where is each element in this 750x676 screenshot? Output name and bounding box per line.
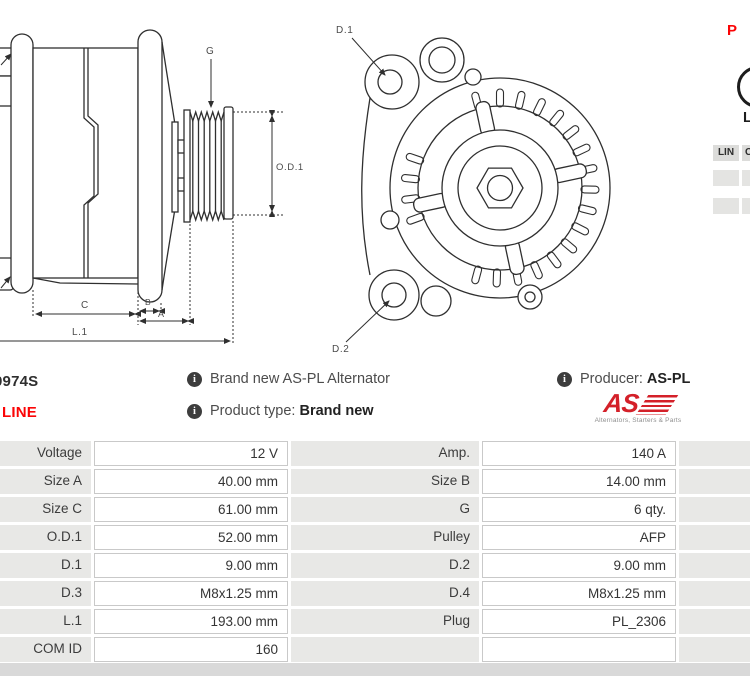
- spec-label: Size B: [291, 469, 479, 494]
- spec-value: 9.00 mm: [94, 553, 288, 578]
- spec-value: 6 qty.: [482, 497, 676, 522]
- spec-label: Voltage: [0, 441, 91, 466]
- right-panel-cell: [713, 198, 739, 214]
- info-line-product-type: i Product type: Brand new: [187, 403, 374, 419]
- spec-filler: [679, 609, 750, 634]
- connector-circle-icon: [737, 66, 750, 108]
- logo-as-text: AS: [602, 388, 641, 418]
- dim-label-l1: L.1: [72, 327, 88, 338]
- spec-filler: [679, 525, 750, 550]
- product-type-prefix: Product type:: [210, 403, 300, 419]
- bottom-divider: [0, 663, 750, 676]
- tab-com[interactable]: CO: [742, 145, 750, 161]
- logo-stripes-icon: [635, 395, 678, 415]
- right-panel-l-label: L: [743, 110, 750, 126]
- right-panel-cell: [742, 198, 750, 214]
- spec-filler: [679, 581, 750, 606]
- dim-label-a: A: [158, 309, 165, 319]
- spec-filler: [679, 469, 750, 494]
- spec-value: AFP: [482, 525, 676, 550]
- spec-value: 193.00 mm: [94, 609, 288, 634]
- info-icon: i: [187, 371, 202, 387]
- spec-value: 40.00 mm: [94, 469, 288, 494]
- spec-label: D.1: [0, 553, 91, 578]
- producer-value: AS-PL: [646, 371, 691, 387]
- info-brand-text: Brand new AS-PL Alternator: [210, 371, 391, 387]
- spec-filler: [679, 497, 750, 522]
- dim-label-d1: D.1: [336, 25, 353, 36]
- dim-label-b: B: [145, 297, 151, 307]
- info-line-producer: i Producer: AS-PL: [557, 371, 690, 387]
- info-line-brand: i Brand new AS-PL Alternator: [187, 371, 390, 387]
- spec-value: [482, 637, 676, 662]
- spec-label: Amp.: [291, 441, 479, 466]
- spec-label: [291, 637, 479, 662]
- info-icon: i: [187, 403, 202, 419]
- spec-value: 61.00 mm: [94, 497, 288, 522]
- right-panel-cell: [742, 170, 750, 186]
- product-line-badge: LINE: [2, 404, 37, 421]
- spec-value: M8x1.25 mm: [94, 581, 288, 606]
- info-icon: i: [557, 371, 572, 387]
- spec-label: O.D.1: [0, 525, 91, 550]
- spec-value: PL_2306: [482, 609, 676, 634]
- spec-value: 9.00 mm: [482, 553, 676, 578]
- spec-table: Voltage 12 V Amp. 140 A Size A 40.00 mm …: [0, 441, 750, 662]
- right-panel-p-label: P: [727, 22, 738, 39]
- spec-value: 140 A: [482, 441, 676, 466]
- alternator-front-view-drawing: D.1 D.2: [332, 25, 611, 355]
- spec-label: COM ID: [0, 637, 91, 662]
- dim-label-d2: D.2: [332, 344, 349, 355]
- spec-label: G: [291, 497, 479, 522]
- spec-value: 160: [94, 637, 288, 662]
- spec-value: 52.00 mm: [94, 525, 288, 550]
- alternator-side-view-drawing: G O.D.1 C B A L.1: [0, 29, 304, 345]
- tab-lin[interactable]: LIN: [713, 145, 739, 161]
- as-pl-brand-logo: AS Alternators, Starters & Parts: [592, 388, 684, 424]
- producer-prefix: Producer:: [580, 371, 647, 387]
- spec-value: M8x1.25 mm: [482, 581, 676, 606]
- product-code: 0974S: [0, 373, 39, 390]
- dim-label-g: G: [206, 46, 214, 57]
- spec-label: D.4: [291, 581, 479, 606]
- dim-label-c: C: [81, 300, 89, 311]
- logo-caption: Alternators, Starters & Parts: [594, 417, 682, 424]
- dim-label-od1: O.D.1: [276, 162, 304, 173]
- spec-label: Plug: [291, 609, 479, 634]
- spec-label: Size A: [0, 469, 91, 494]
- spec-value: 12 V: [94, 441, 288, 466]
- spec-filler: [679, 637, 750, 662]
- spec-label: D.3: [0, 581, 91, 606]
- right-panel-cell: [713, 170, 739, 186]
- spec-label: Pulley: [291, 525, 479, 550]
- spec-filler: [679, 553, 750, 578]
- spec-value: 14.00 mm: [482, 469, 676, 494]
- spec-label: D.2: [291, 553, 479, 578]
- spec-filler: [679, 441, 750, 466]
- spec-label: L.1: [0, 609, 91, 634]
- spec-label: Size C: [0, 497, 91, 522]
- product-type-value: Brand new: [299, 403, 374, 419]
